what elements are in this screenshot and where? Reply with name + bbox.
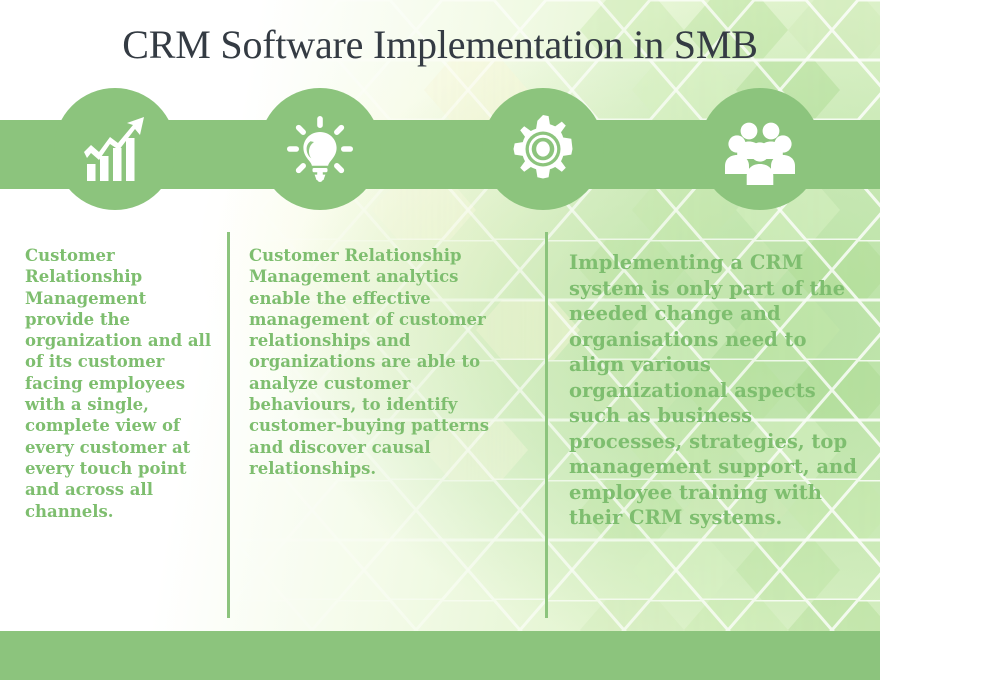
node-people-group[interactable]: [699, 88, 821, 210]
artboard: CRM Software Implementation in SMB: [0, 0, 880, 680]
footer-bar: [0, 631, 880, 680]
text-column-two: Customer Relationship Management analyti…: [249, 246, 490, 478]
lightbulb-icon: [287, 116, 353, 182]
column-divider-1: [227, 232, 230, 618]
column-divider-2: [545, 232, 548, 618]
node-lightbulb[interactable]: [259, 88, 381, 210]
text-column-three: Implementing a CRM system is only part o…: [569, 251, 857, 529]
node-gear[interactable]: [482, 88, 604, 210]
gear-icon: [513, 115, 573, 179]
node-growth-chart[interactable]: [54, 88, 176, 210]
people-group-icon: [725, 122, 795, 185]
page-title: CRM Software Implementation in SMB: [122, 22, 758, 67]
bar-chart-growth-icon: [84, 117, 144, 181]
text-column-one: Customer Relationship Management provide…: [25, 246, 212, 521]
